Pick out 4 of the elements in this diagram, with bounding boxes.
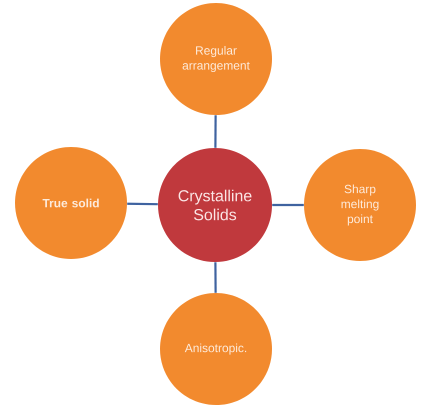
connector-line [127,202,158,206]
connector-line [214,115,217,148]
connector-line [214,262,217,293]
connector-line [272,204,304,206]
